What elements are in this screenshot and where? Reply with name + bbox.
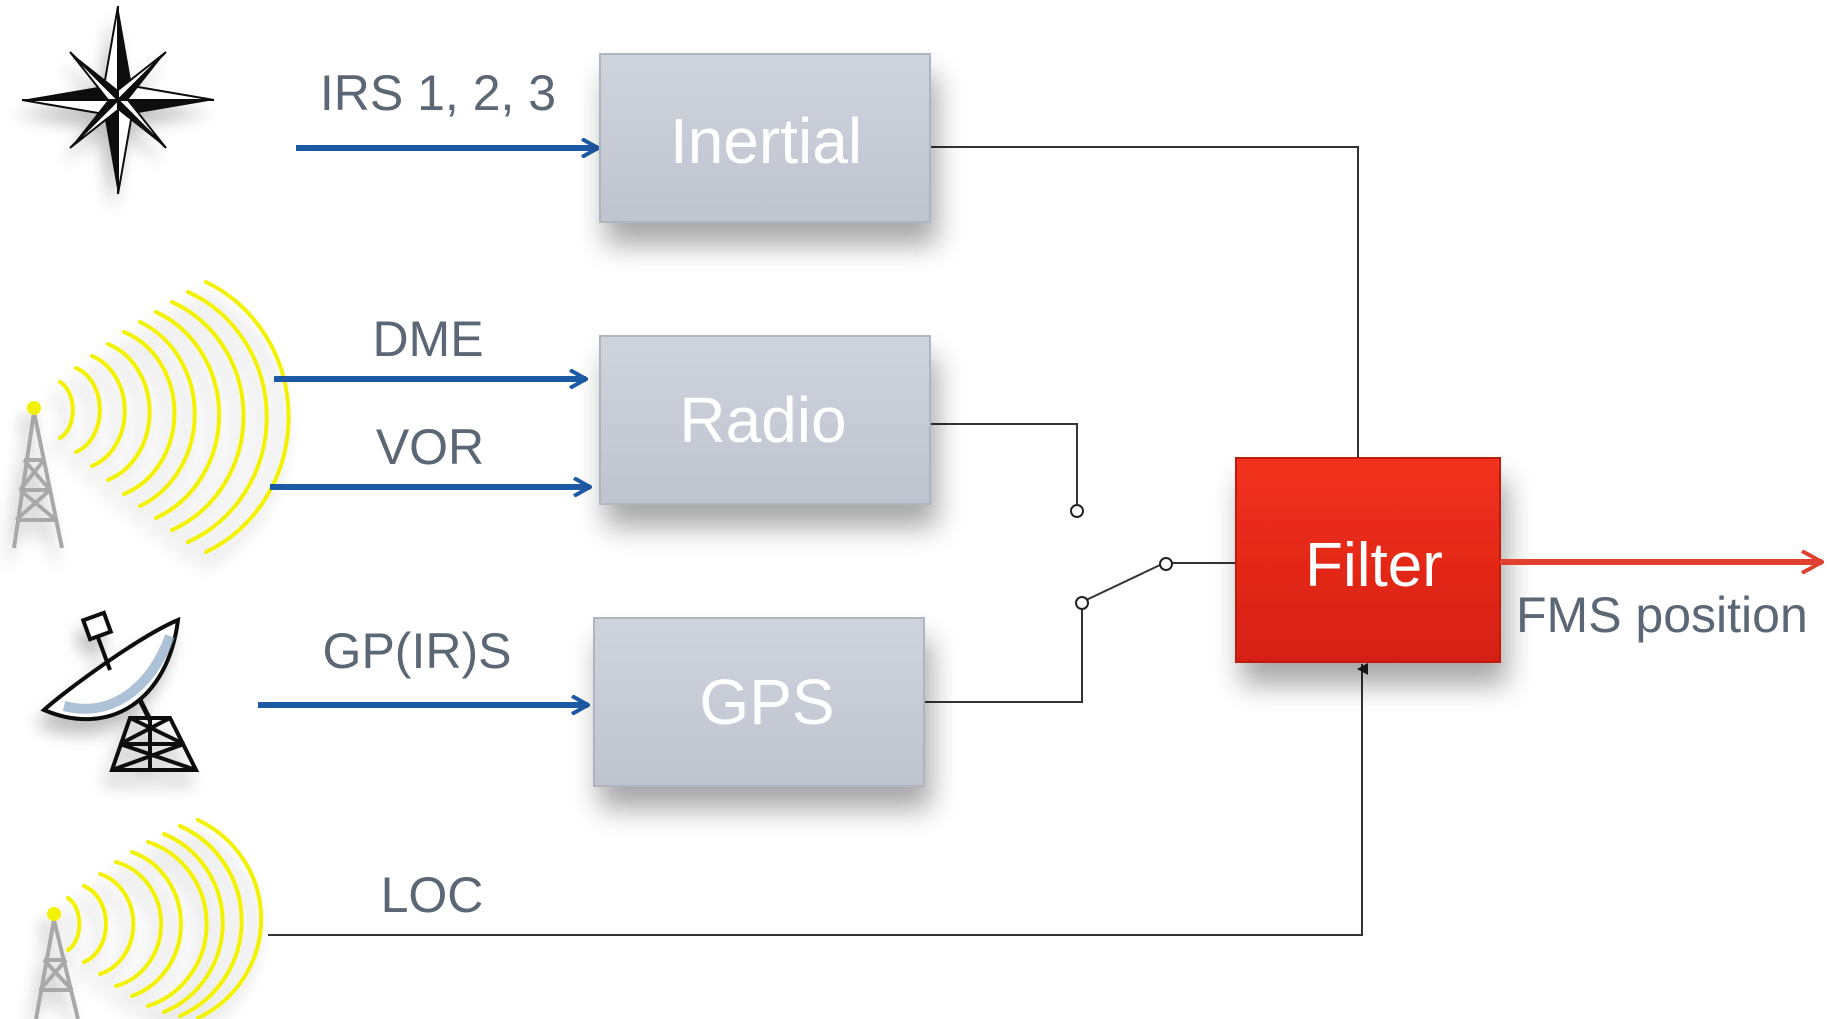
radio-wire [930,423,1078,504]
gps-block-label: GPS [699,666,834,738]
switch-output-contact [1159,557,1173,571]
inertial-wire [930,146,1359,458]
radio-block [599,335,931,505]
irs-input-label: IRS 1, 2, 3 [320,65,556,121]
vor-input-label: VOR [376,419,484,475]
gps-block [593,617,925,787]
switch-pivot [1075,596,1089,610]
satellite-dish-icon [40,610,200,772]
gps-wire [924,610,1083,703]
radio-tower-icon [12,280,291,554]
dme-input-label: DME [372,311,483,367]
inertial-block [599,53,931,223]
inertial-block-label: Inertial [670,105,862,177]
fms-output-label: FMS position [1516,587,1808,643]
switch-radio-contact [1070,504,1084,518]
loc-input-label: LOC [381,867,484,923]
loc-wire [268,663,1368,936]
filter-block [1235,457,1501,663]
switch-blade [1081,564,1161,603]
radio-block-label: Radio [679,384,846,456]
filter-block-label: Filter [1305,531,1443,600]
localizer-antenna-icon [34,818,264,1019]
gps-input-label: GP(IR)S [323,623,512,679]
compass-rose-icon [21,5,215,195]
